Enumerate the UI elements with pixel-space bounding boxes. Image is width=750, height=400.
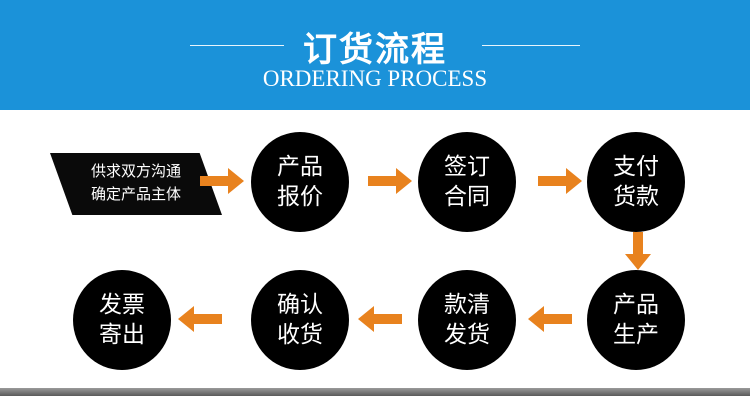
step-label: 生产 [613, 322, 659, 348]
step-label: 合同 [444, 184, 490, 210]
arrow-left-icon [528, 306, 572, 332]
start-step-shape [50, 153, 222, 215]
step-pay: 支付货款 [587, 132, 685, 232]
start-step: 供求双方沟通 确定产品主体 [50, 160, 222, 206]
step-invoice: 发票寄出 [73, 270, 171, 370]
step-label: 寄出 [99, 322, 145, 348]
step-label: 报价 [277, 184, 323, 210]
step-label: 款清 [444, 292, 490, 318]
arrow-right-icon [368, 168, 412, 194]
step-label: 发货 [444, 322, 490, 348]
arrow-left-icon [178, 306, 222, 332]
step-label: 货款 [613, 184, 659, 210]
step-label: 签订 [444, 154, 490, 180]
step-label: 收货 [277, 322, 323, 348]
arrow-left-icon [358, 306, 402, 332]
arrow-right-icon [538, 168, 582, 194]
title-line-right [482, 45, 580, 46]
step-sign-contract: 签订合同 [418, 132, 516, 232]
page-title: 订货流程 [303, 30, 447, 70]
step-product-quote: 产品报价 [251, 132, 349, 232]
step-confirm-receipt: 确认收货 [251, 270, 349, 370]
step-label: 确认 [277, 292, 323, 318]
start-step-line1: 供求双方沟通 [90, 162, 181, 180]
step-label: 支付 [613, 154, 659, 180]
arrow-down-icon [625, 232, 651, 270]
header-banner: 订货流程 ORDERING PROCESS [0, 0, 750, 110]
step-label: 产品 [613, 292, 659, 318]
step-production: 产品生产 [587, 270, 685, 370]
step-label: 发票 [99, 292, 145, 318]
bottom-divider [0, 388, 750, 396]
page-subtitle: ORDERING PROCESS [262, 66, 488, 91]
step-ship: 款清发货 [418, 270, 516, 370]
arrow-right-icon [200, 168, 244, 194]
start-step-line2: 确定产品主体 [90, 185, 181, 203]
title-line-left [190, 45, 284, 46]
step-label: 产品 [277, 154, 323, 180]
